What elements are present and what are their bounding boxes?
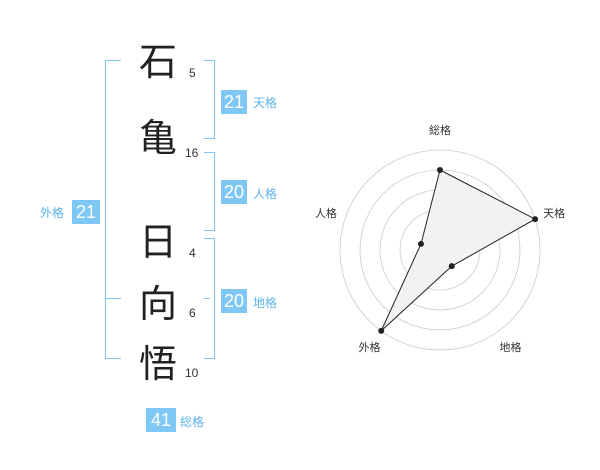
jinkaku-bracket bbox=[204, 152, 215, 231]
radar-axis-label: 外格 bbox=[358, 340, 380, 354]
soukaku-label: 総格 bbox=[180, 415, 205, 429]
gaikaku-bracket-tick bbox=[105, 298, 121, 299]
chikaku-bracket bbox=[204, 238, 215, 359]
radar-point-総格 bbox=[437, 167, 443, 173]
tenkaku-label: 天格 bbox=[253, 96, 278, 110]
gaikaku-value-badge: 21 bbox=[72, 200, 100, 224]
stroke-count-4: 6 bbox=[189, 306, 196, 320]
gaikaku-bracket bbox=[105, 60, 121, 359]
name-char-1: 石 bbox=[138, 40, 177, 84]
stroke-count-1: 5 bbox=[189, 66, 196, 80]
jinkaku-label: 人格 bbox=[253, 187, 278, 201]
radar-area bbox=[380, 169, 537, 332]
chikaku-bracket-tick bbox=[204, 298, 210, 299]
stroke-count-2: 16 bbox=[185, 146, 199, 160]
chikaku-label: 地格 bbox=[253, 296, 278, 310]
radar-axis-label: 天格 bbox=[543, 206, 565, 220]
chikaku-value-badge: 20 bbox=[221, 289, 247, 313]
radar-axis-label: 地格 bbox=[500, 340, 522, 354]
stroke-count-3: 4 bbox=[189, 246, 196, 260]
soukaku-value-badge: 41 bbox=[146, 408, 176, 432]
stroke-count-5: 10 bbox=[185, 366, 199, 380]
jinkaku-value-badge: 20 bbox=[221, 180, 247, 204]
radar-point-人格 bbox=[417, 240, 424, 247]
radar-points bbox=[378, 167, 539, 334]
tenkaku-value-badge: 21 bbox=[221, 90, 247, 114]
radar-point-地格 bbox=[448, 263, 455, 270]
tenkaku-bracket bbox=[204, 60, 215, 139]
radar-point-外格 bbox=[378, 327, 385, 334]
radar-point-天格 bbox=[532, 216, 539, 223]
radar-axis-label: 総格 bbox=[429, 123, 451, 137]
gaikaku-label: 外格 bbox=[40, 206, 65, 220]
name-char-4: 向 bbox=[138, 282, 177, 326]
name-char-5: 悟 bbox=[138, 342, 177, 386]
name-char-2: 亀 bbox=[138, 116, 177, 160]
name-char-3: 日 bbox=[138, 220, 177, 264]
radar-ring bbox=[339, 149, 541, 351]
radar-axis-label: 人格 bbox=[315, 206, 337, 220]
